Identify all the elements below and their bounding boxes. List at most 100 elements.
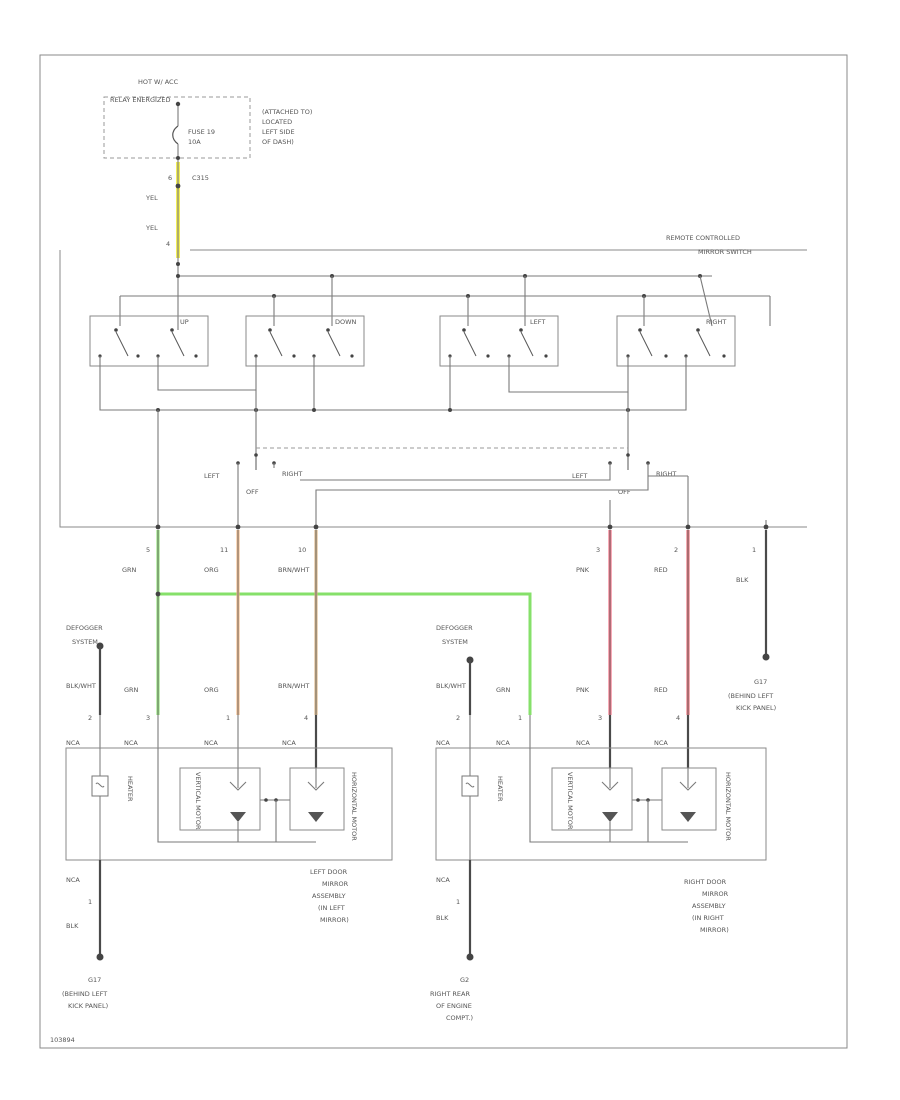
connector-c315 (175, 183, 181, 189)
left-conn-2: NCA (124, 739, 138, 747)
contact-label-up: UP (180, 318, 189, 326)
diagram-id: 103894 (50, 1036, 75, 1044)
left-mirror-name-4: (IN LEFT (318, 904, 345, 912)
right-mirror-name-3: ASSEMBLY (692, 902, 726, 910)
selector-right-left: LEFT (572, 472, 587, 480)
contact-dots (98, 328, 726, 358)
fuse-location-line-2: LOCATED (262, 118, 292, 126)
left-ground-conn: NCA (66, 876, 80, 884)
right-mirror-assembly (435, 747, 767, 861)
pin-node-3 (607, 524, 613, 530)
selector-left-left: LEFT (204, 472, 219, 480)
right-ground-wire-color: BLK (436, 914, 449, 922)
contact-box-right (616, 315, 736, 367)
selector-right-off: OFF (618, 488, 631, 496)
relay-label: RELAY ENERGIZED (110, 96, 170, 104)
harness-pin-3: 3 (596, 546, 600, 554)
left-horizontal-motor-label: HORIZONTAL MOTOR (350, 772, 358, 841)
fuse-out-node (176, 156, 180, 160)
fuse-panel-outline (103, 96, 251, 159)
switch-blades (115, 331, 711, 357)
harness-color-org: ORG (204, 566, 219, 574)
right-heater-element (461, 748, 479, 860)
right-pin-3: 3 (598, 714, 602, 722)
harness-color-grn: GRN (122, 566, 137, 574)
right-horizontal-motor-label: HORIZONTAL MOTOR (724, 772, 732, 841)
left-vertical-motor-box (179, 767, 261, 831)
return-link-1 (157, 356, 257, 391)
left-mirror-name-1: LEFT DOOR (310, 868, 348, 876)
wire-color-yel-1: YEL (145, 194, 158, 202)
selector-right-right: RIGHT (656, 470, 676, 478)
switch-ground-loc-1: (BEHIND LEFT (728, 692, 773, 700)
left-wire-brnwht: BRN/WHT (278, 682, 309, 690)
left-pin-4: 4 (304, 714, 308, 722)
fuse-location-line-4: OF DASH) (262, 138, 294, 146)
left-ground-pin: 1 (88, 898, 92, 906)
left-mirror-name-3: ASSEMBLY (312, 892, 346, 900)
right-ground-conn: NCA (436, 876, 450, 884)
right-pin-2: 2 (456, 714, 460, 722)
left-mirror-name-2: MIRROR (322, 880, 349, 888)
right-ground-loc-2: OF ENGINE (436, 1002, 472, 1010)
fuse-symbol (172, 125, 179, 145)
right-vertical-motor-diode (602, 812, 618, 822)
selector-left-right: RIGHT (282, 470, 302, 478)
right-defogger-label-2: SYSTEM (442, 638, 468, 646)
contact-label-left: LEFT (530, 318, 545, 326)
right-vertical-motor-lead (601, 768, 619, 791)
left-heater-label: HEATER (126, 776, 134, 802)
switch-title-2: MIRROR SWITCH (698, 248, 752, 256)
left-horizontal-motor-lead (307, 768, 325, 791)
right-heater-label: HEATER (496, 776, 504, 802)
fuse-label: FUSE 19 (188, 128, 215, 136)
pin-node-5 (155, 524, 161, 530)
right-mirror-name-4: (IN RIGHT (692, 914, 724, 922)
harness-pin-10: 10 (298, 546, 306, 554)
right-wire-red: RED (654, 686, 668, 694)
right-vertical-motor-box (551, 767, 633, 831)
bus-drop-7 (699, 275, 713, 327)
right-conn-4: NCA (654, 739, 668, 747)
right-pin-1: 1 (518, 714, 522, 722)
right-ground-pin: 1 (456, 898, 460, 906)
diagram-frame (39, 54, 848, 1049)
pin-node-2 (685, 524, 691, 530)
return-bus (99, 356, 687, 411)
left-wire-blkwht: BLK/WHT (66, 682, 96, 690)
left-conn-3: NCA (204, 739, 218, 747)
right-mirror: DEFOGGER SYSTEM BLK/WHT GRN PNK RED 2 1 … (430, 624, 767, 1022)
harness-pin-2: 2 (674, 546, 678, 554)
harness-color-pnk: PNK (576, 566, 590, 574)
right-vertical-motor-label: VERTICAL MOTOR (566, 772, 574, 830)
switch-housing (59, 250, 807, 528)
fuse-amps: 10A (188, 138, 201, 146)
switch-ground-id: G17 (754, 678, 767, 686)
left-pin-1: 1 (226, 714, 230, 722)
selector-left: LEFT OFF RIGHT (204, 453, 302, 527)
power-source-label: HOT W/ ACC (138, 78, 179, 86)
connector-id: C315 (192, 174, 209, 182)
left-wire-org: ORG (204, 686, 219, 694)
selector-right: LEFT OFF RIGHT (300, 453, 689, 527)
right-conn-3: NCA (576, 739, 590, 747)
right-motor-feed (529, 748, 688, 843)
left-heater-element (91, 748, 109, 860)
right-wire-blkwht: BLK/WHT (436, 682, 466, 690)
left-horizontal-motor-box (289, 767, 345, 831)
pin-node-1 (763, 524, 769, 530)
left-pin-3: 3 (146, 714, 150, 722)
right-wire-pnk: PNK (576, 686, 590, 694)
connector-pin: 6 (168, 174, 172, 182)
right-ground-loc-3: COMPT.) (446, 1014, 473, 1022)
left-vertical-motor-diode (230, 812, 246, 822)
left-vertical-motor-lead (229, 768, 247, 791)
right-ground-id: G2 (460, 976, 469, 984)
left-ground-id: G17 (88, 976, 101, 984)
green-splice (155, 591, 161, 597)
harness-color-blk: BLK (736, 576, 749, 584)
left-defogger-label-1: DEFOGGER (66, 624, 103, 632)
left-motor-feed (157, 748, 316, 843)
fuse-location-line-1: (ATTACHED TO) (262, 108, 312, 116)
